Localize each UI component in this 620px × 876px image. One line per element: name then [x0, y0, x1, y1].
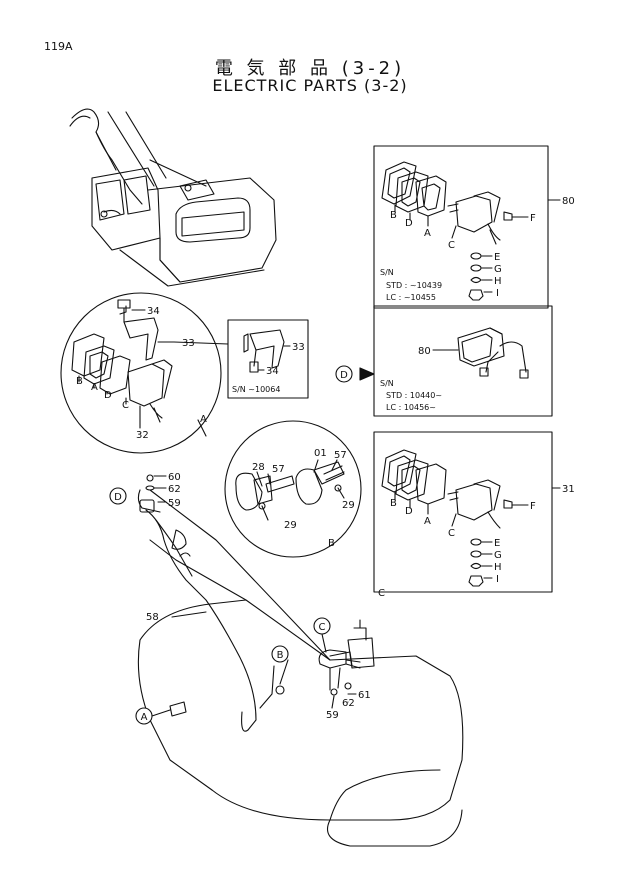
detail-b-part-57b: 57 [334, 450, 347, 461]
upper-structure [137, 489, 464, 847]
box-mid-part-no: 80 [418, 346, 431, 357]
detail-b-part-29b: 29 [342, 500, 355, 511]
title-japanese: 電 気 部 品 (3-2) [214, 58, 406, 79]
box-bottom-letter-c: C [448, 528, 455, 539]
callout-d-left-label: D [114, 492, 122, 503]
main-part-60: 60 [168, 472, 181, 483]
box-top-letter-a: A [424, 228, 431, 239]
box-bottom-letter-d: D [405, 506, 413, 517]
callout-b: B [271, 645, 289, 663]
box-top-frame [373, 145, 561, 309]
detail-a-light [71, 299, 229, 429]
callout-c: C [313, 617, 331, 635]
box-bottom-corner-label: C [378, 588, 385, 599]
box-top-part-no: 80 [562, 196, 575, 207]
box-top-letter-e: E [494, 252, 500, 263]
box-top-letter-c: C [448, 240, 455, 251]
box-bottom-letter-g: G [494, 550, 502, 561]
detail-a-part-33: 33 [182, 338, 195, 349]
excavator-overview [69, 108, 277, 287]
inset-part-33: 33 [292, 342, 305, 353]
box-top-letter-i: I [496, 288, 499, 299]
box-top-letter-h: H [494, 276, 502, 287]
inset-part-34: 34 [266, 366, 279, 377]
detail-a-inset [227, 319, 309, 399]
mount-point-a [151, 701, 187, 717]
main-part-59-lower: 59 [326, 710, 339, 721]
box-bottom-letter-h: H [494, 562, 502, 573]
detail-b-part-28: 28 [252, 462, 265, 473]
box-mid-frame [373, 305, 553, 417]
box-top-sn-std: STD : ~10439 [386, 281, 442, 290]
box-bottom-letter-b: B [390, 498, 397, 509]
box-mid-sn-std: STD : 10440~ [386, 391, 442, 400]
box-top-letter-g: G [494, 264, 502, 275]
box-top-sn-title: S/N [380, 268, 394, 277]
callout-d-right: D [335, 365, 353, 383]
detail-b-label: B [328, 538, 335, 549]
box-bottom-letter-i: I [496, 574, 499, 585]
box-top-letter-d: D [405, 218, 413, 229]
wire-harness [137, 474, 285, 732]
box-bottom-part-no: 31 [562, 484, 575, 495]
callout-d-right-label: D [340, 370, 348, 381]
detail-a-circle [60, 292, 222, 454]
work-light-assembly-mid [359, 327, 529, 381]
box-bottom-letter-f: F [530, 501, 536, 512]
detail-a-part-34: 34 [147, 306, 160, 317]
page-number: 119A [44, 40, 73, 53]
box-top-letter-f: F [530, 213, 536, 224]
box-bottom-frame [373, 431, 561, 593]
main-part-62: 62 [168, 484, 181, 495]
detail-b-circle [224, 420, 362, 558]
callout-a-label: A [141, 712, 148, 723]
box-top-sn-lc: LC : ~10455 [386, 293, 436, 302]
detail-b-part-57a: 57 [272, 464, 285, 475]
callout-c-label: C [319, 622, 326, 633]
detail-a-label: A [200, 414, 207, 425]
main-part-62-lower: 62 [342, 698, 355, 709]
work-light-exploded-bottom [381, 449, 529, 587]
callout-b-label: B [277, 650, 284, 661]
main-part-59: 59 [168, 498, 181, 509]
detail-a-letter-c: C [122, 400, 129, 411]
box-bottom-letter-e: E [494, 538, 500, 549]
detail-b-part-29a: 29 [284, 520, 297, 531]
box-bottom-letter-a: A [424, 516, 431, 527]
inset-sn: S/N ~10064 [232, 385, 280, 394]
leader-lines [153, 475, 357, 709]
callout-d-left: D [109, 487, 127, 505]
detail-a-letter-b: B [76, 376, 83, 387]
main-part-58: 58 [146, 612, 159, 623]
title-english: ELECTRIC PARTS (3-2) [212, 76, 408, 95]
work-light-exploded-top [381, 161, 529, 301]
detail-a-letter-d: D [104, 390, 112, 401]
detail-a-letter-a: A [91, 382, 98, 393]
main-part-61: 61 [358, 690, 371, 701]
box-top-letter-b: B [390, 210, 397, 221]
detail-a-part-32: 32 [136, 430, 149, 441]
detail-b-brackets [235, 459, 345, 521]
box-mid-sn-title: S/N [380, 379, 394, 388]
detail-b-part-01: 01 [314, 448, 327, 459]
callout-a: A [135, 707, 153, 725]
box-mid-sn-lc: LC : 10456~ [386, 403, 436, 412]
